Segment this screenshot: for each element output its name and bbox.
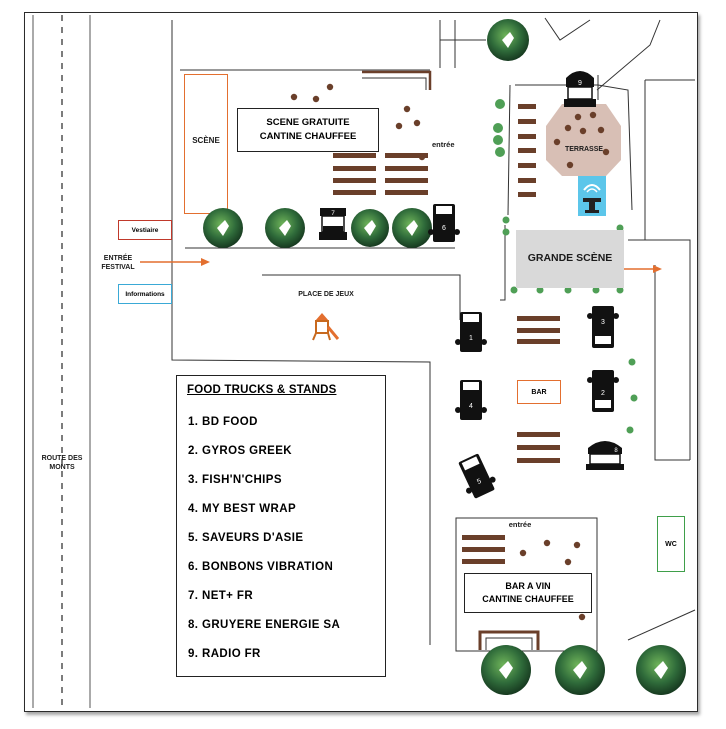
grande-scene-area <box>516 230 624 288</box>
entree-bottom-label: entrée <box>508 520 532 529</box>
legend-item: 1. BD FOOD <box>188 416 258 428</box>
bar-box: BAR <box>517 380 561 404</box>
legend-item: 2. GYROS GREEK <box>188 445 293 457</box>
grande-scene-label: GRANDE SCÈNE <box>527 252 613 264</box>
entree-festival-line2: FESTIVAL <box>101 264 135 271</box>
legend-item: 5. SAVEURS D'ASIE <box>188 532 304 544</box>
legend-item: 7. NET+ FR <box>188 590 254 602</box>
entree-top-label: entrée <box>432 140 455 149</box>
vestiaire-box: Vestiaire <box>118 220 172 240</box>
playground-icon <box>312 313 339 341</box>
legend-item: 3. FISH'N'CHIPS <box>188 474 282 486</box>
legend-item: 4. MY BEST WRAP <box>188 503 297 515</box>
legend-title: FOOD TRUCKS & STANDS <box>187 384 337 396</box>
legend-item: 9. RADIO FR <box>188 648 261 660</box>
bar-a-vin-line2: CANTINE CHAUFFEE <box>482 594 574 604</box>
free-stage-line2: CANTINE CHAUFFEE <box>259 131 357 142</box>
fountain-icon <box>578 176 606 216</box>
legend-box: FOOD TRUCKS & STANDS 1. BD FOOD 2. GYROS… <box>176 375 386 677</box>
legend-item: 8. GRUYERE ENERGIE SA <box>188 619 341 631</box>
free-stage-box: SCENE GRATUITE CANTINE CHAUFFEE <box>237 108 379 152</box>
route-line1: ROUTE DES <box>41 455 83 462</box>
bar-a-vin-line1: BAR A VIN <box>505 581 551 591</box>
free-stage-line1: SCENE GRATUITE <box>266 117 350 128</box>
wc-box: WC <box>657 516 685 572</box>
route-line2: MONTS <box>49 464 75 471</box>
place-de-jeux-label: PLACE DE JEUX <box>298 291 354 298</box>
scene-label: SCÈNE <box>192 136 220 145</box>
entree-festival-label: ENTRÉE FESTIVAL <box>96 254 140 272</box>
bar-a-vin-box: BAR A VIN CANTINE CHAUFFEE <box>464 573 592 613</box>
entree-festival-line1: ENTRÉE <box>103 255 133 262</box>
legend-item: 6. BONBONS VIBRATION <box>188 561 334 573</box>
terrasse-label: TERRASSE <box>564 146 604 153</box>
informations-box: Informations <box>118 284 172 304</box>
route-label: ROUTE DES MONTS <box>34 454 90 472</box>
